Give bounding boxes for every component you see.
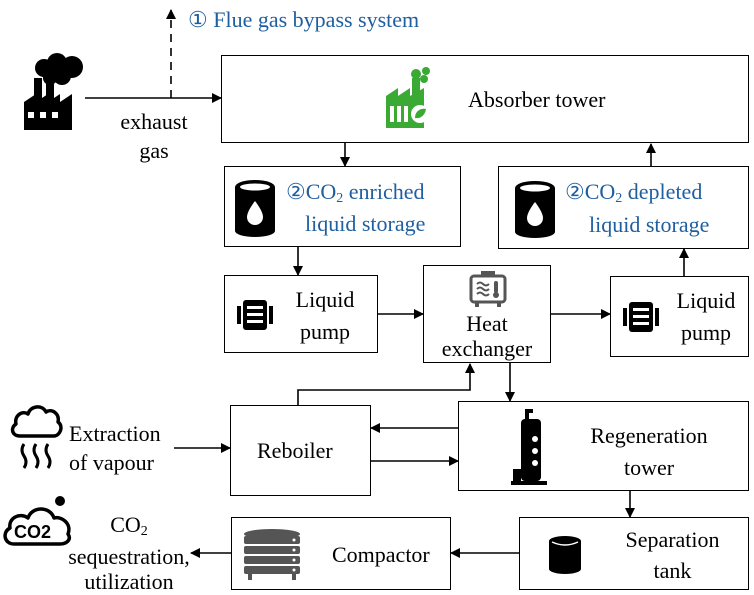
absorber-tower-label: Absorber tower [468, 87, 606, 112]
enriched-storage-label-line2: liquid storage [305, 211, 426, 236]
regeneration-tower-box: Regeneration tower [458, 401, 749, 491]
liquid-pump-left-label: Liquid pump [295, 287, 355, 344]
reboiler-label: Reboiler [257, 438, 333, 463]
absorber-tower-box: Absorber tower [221, 55, 749, 143]
depleted-storage-label-line1: ②CO2 depleted [565, 179, 703, 206]
enriched-storage-box: ②CO2 enriched liquid storage [224, 166, 461, 247]
bypass-number: ① [188, 7, 208, 32]
bypass-label: ① Flue gas bypass system [188, 7, 419, 32]
extraction-vapour-label: Extraction of vapour [69, 421, 161, 475]
bypass-text: Flue gas bypass system [213, 7, 420, 32]
green-factory-icon [386, 67, 430, 128]
separation-tank-box: Separation tank [519, 517, 749, 590]
regeneration-tower-label: Regeneration tower [590, 423, 708, 480]
heat-exchanger-label: Heat exchanger [441, 311, 533, 361]
co2-icon-text: CO2 [14, 522, 51, 542]
heat-exchanger-icon [469, 271, 507, 307]
depleted-storage-box: ②CO2 depleted liquid storage [498, 166, 749, 249]
separation-tank-label: Separation tank [625, 527, 720, 583]
enriched-storage-label-line1: ②CO2 enriched [286, 179, 425, 206]
separation-tank-icon [549, 536, 581, 574]
depleted-storage-label-line2: liquid storage [589, 212, 710, 237]
liquid-pump-right-label: Liquid pump [676, 288, 736, 345]
heat-exchanger-box: Heat exchanger [423, 265, 551, 363]
compactor-icon [244, 529, 300, 580]
co2-sequestration-label: CO2 sequestration, utilization [68, 512, 190, 594]
pump-icon [623, 302, 659, 332]
arrow-reboiler-to-exchanger [297, 363, 475, 405]
pump-icon [237, 300, 273, 330]
tank-drop-icon [515, 181, 555, 238]
tank-drop-icon [235, 180, 275, 237]
tower-icon [511, 409, 547, 485]
compactor-box: Compactor [231, 517, 451, 590]
compactor-label: Compactor [332, 542, 430, 567]
co2-cloud-icon: CO2 [3, 496, 72, 546]
liquid-pump-left-box: Liquid pump [224, 275, 378, 353]
reboiler-box: Reboiler [230, 405, 371, 496]
vapour-cloud-icon [10, 405, 63, 469]
factory-smoke-icon [24, 53, 83, 130]
exhaust-gas-label: exhaust gas [120, 109, 188, 163]
liquid-pump-right-box: Liquid pump [610, 276, 749, 357]
